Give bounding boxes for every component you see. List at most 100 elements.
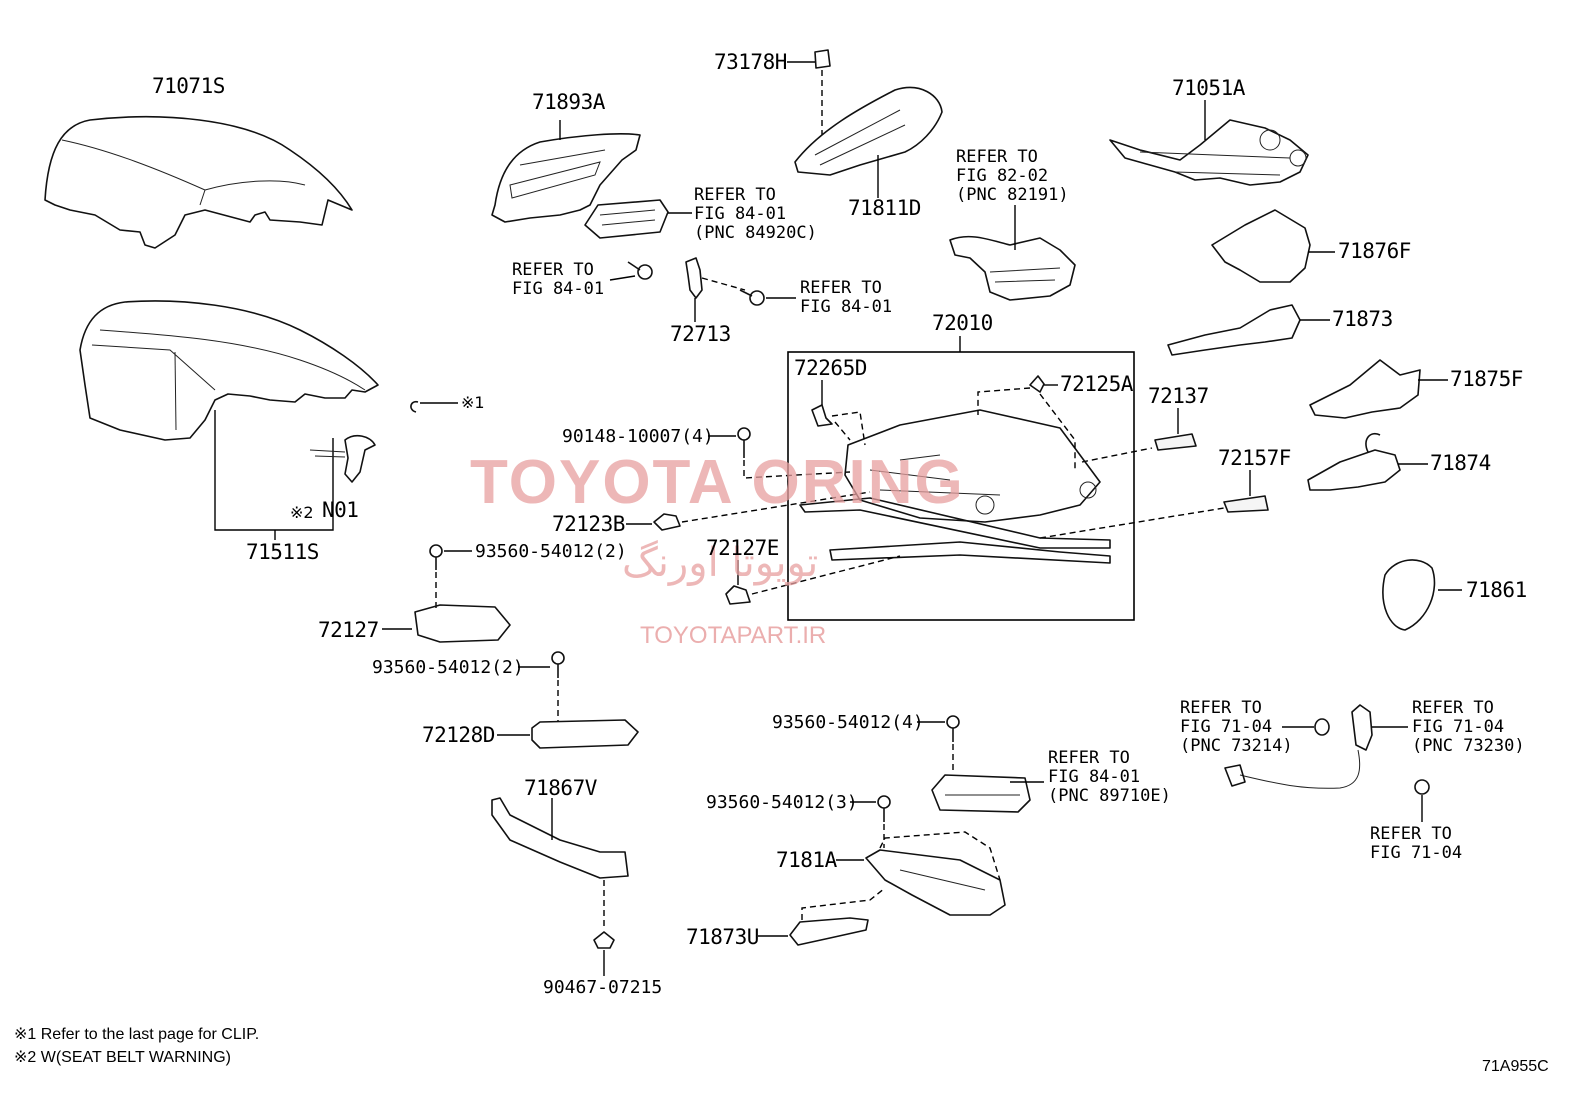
part-72127E: [725, 585, 751, 605]
part-71893A-cover: [491, 133, 641, 223]
part-module-89710E: [931, 774, 1031, 813]
part-72137: [1154, 433, 1197, 451]
label-72157F: 72157F: [1218, 446, 1291, 470]
footnote-2: ※2 W(SEAT BELT WARNING): [14, 1049, 231, 1066]
dash-7181A: [879, 831, 1001, 881]
label-72010: 72010: [932, 311, 993, 335]
part-72127: [414, 604, 511, 643]
label-71511S: 71511S: [246, 540, 319, 564]
part-grommet-73214: [1314, 718, 1330, 736]
part-71875F: [1309, 359, 1421, 419]
part-72125A: [1029, 375, 1045, 393]
part-71867V: [491, 797, 629, 879]
dash-72123B: [681, 491, 871, 523]
part-71861: [1382, 559, 1436, 631]
mark-clip: ※1: [461, 393, 485, 412]
label-72127: 72127: [318, 618, 379, 642]
diagram-code: 71A955C: [1482, 1058, 1549, 1075]
ref-7104: REFER TO FIG 71-04: [1370, 824, 1463, 863]
bolt-right-8401: [739, 289, 765, 306]
watermark-main: TOYOTA ORING: [470, 448, 965, 517]
watermark-persian: تویوتا اورنگ: [622, 540, 819, 586]
part-71051A-frame: [1109, 119, 1309, 186]
box-72010-assembly: [787, 351, 1135, 621]
ref-8401-right: REFER TO FIG 84-01: [800, 278, 893, 317]
ref-8401-left: REFER TO FIG 84-01: [512, 260, 605, 299]
footnote-1: ※1 Refer to the last page for CLIP.: [14, 1026, 260, 1043]
label-72265D: 72265D: [794, 356, 867, 380]
clip-90467: [593, 931, 615, 949]
ref-82191: REFER TO FIG 82-02 (PNC 82191): [956, 147, 1069, 205]
label-71874: 71874: [1430, 451, 1491, 475]
ref-84920C: REFER TO FIG 84-01 (PNC 84920C): [694, 185, 817, 243]
nut-7104: [1414, 779, 1430, 795]
label-90467: 90467-07215: [543, 977, 663, 998]
part-71873U: [789, 917, 869, 946]
part-71811D-shield: [794, 86, 943, 176]
bolt-left-8401: [627, 261, 653, 280]
bolt-90148: [737, 427, 751, 458]
part-buckle-73230: [1224, 704, 1373, 789]
label-72123B: 72123B: [552, 512, 625, 536]
label-71875F: 71875F: [1450, 367, 1523, 391]
label-72137: 72137: [1148, 384, 1209, 408]
dash-72713-bolt: [701, 277, 746, 291]
part-71511S-seat-pad: [79, 300, 379, 441]
part-72123B: [653, 513, 681, 531]
part-72265D: [811, 404, 833, 427]
bolt-93560-3: [877, 795, 891, 822]
label-71873: 71873: [1332, 307, 1393, 331]
bolt-93560-2-top: [429, 544, 443, 570]
label-90148: 90148-10007(4): [562, 426, 714, 447]
leader-71511S: [214, 410, 334, 531]
part-71876F: [1211, 209, 1311, 283]
label-72713: 72713: [670, 322, 731, 346]
clip-icon: [410, 400, 419, 413]
dash-71873U: [801, 887, 886, 920]
part-71071S-seat-cover: [44, 116, 353, 249]
mark-n01: ※2: [290, 503, 314, 522]
bolt-93560-4: [946, 715, 960, 742]
dash-72157F: [1039, 507, 1225, 539]
label-72127E: 72127E: [706, 536, 779, 560]
label-71893A: 71893A: [532, 90, 605, 114]
part-71873: [1167, 304, 1301, 356]
bolt-93560-2-mid: [551, 651, 565, 678]
label-93560-3: 93560-54012(3): [706, 792, 858, 813]
part-N01-belt-sensor: [309, 434, 376, 483]
label-71873U: 71873U: [686, 925, 759, 949]
label-72128D: 72128D: [422, 723, 495, 747]
label-71876F: 71876F: [1338, 239, 1411, 263]
ref-73214: REFER TO FIG 71-04 (PNC 73214): [1180, 698, 1293, 756]
label-7181A: 7181A: [776, 848, 837, 872]
ref-89710E: REFER TO FIG 84-01 (PNC 89710E): [1048, 748, 1171, 806]
part-72713-bracket: [685, 257, 703, 299]
part-72157F: [1223, 495, 1269, 513]
label-71867V: 71867V: [524, 776, 597, 800]
label-93560-mid: 93560-54012(2): [372, 657, 524, 678]
label-71071S: 71071S: [152, 74, 225, 98]
label-71861: 71861: [1466, 578, 1527, 602]
dash-72127E: [751, 555, 901, 595]
part-72128D: [531, 719, 639, 749]
part-72010-seat-track: [799, 409, 1111, 564]
label-71051A: 71051A: [1172, 76, 1245, 100]
dash-72137: [1081, 447, 1153, 463]
dash-72125A: [977, 387, 1076, 470]
label-93560-4: 93560-54012(4): [772, 712, 924, 733]
part-harness-82191: [949, 235, 1076, 301]
label-93560-top: 93560-54012(2): [475, 541, 627, 562]
part-73178H-cap: [814, 49, 831, 69]
label-73178H: 73178H: [714, 50, 787, 74]
part-71874: [1307, 433, 1401, 491]
dash-90148: [743, 460, 851, 479]
leader-bolt-left: [609, 275, 636, 281]
dash-72265D: [831, 411, 866, 446]
watermark-site: TOYOTAPART.IR: [640, 622, 827, 649]
part-switch-84920C: [584, 199, 669, 239]
label-72125A: 72125A: [1060, 372, 1133, 396]
label-71811D: 71811D: [848, 196, 921, 220]
label-N01: N01: [322, 498, 359, 522]
